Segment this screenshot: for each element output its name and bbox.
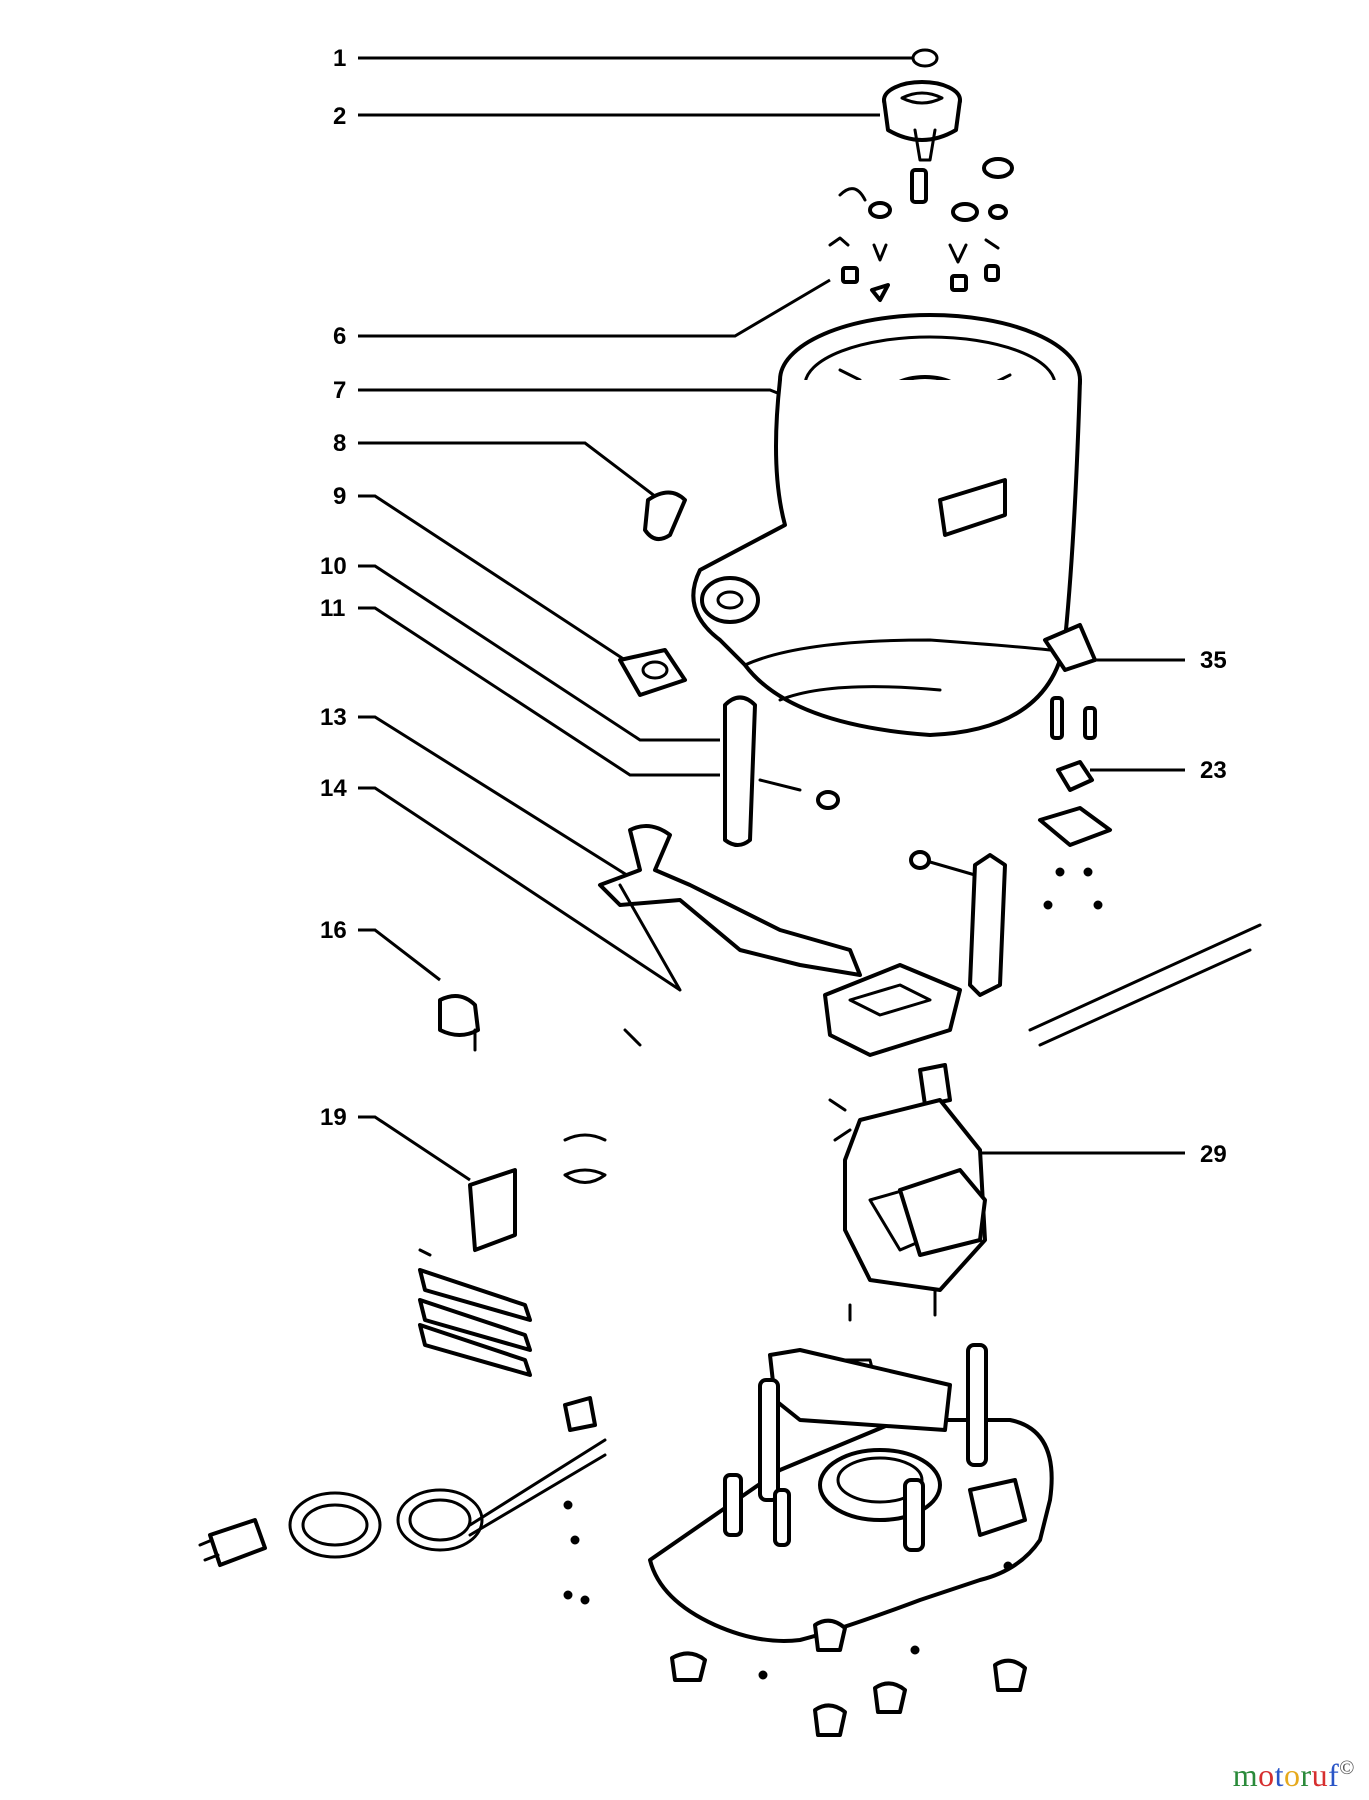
- watermark-text: motoruf: [1233, 1757, 1340, 1794]
- leader-7: [358, 388, 791, 400]
- part-16-fitting: [438, 994, 480, 1052]
- watermark-letter: r: [1300, 1757, 1312, 1793]
- leader-16: [358, 928, 441, 982]
- callout-16: 16: [320, 917, 347, 944]
- part-14-bar: [618, 850, 1262, 1047]
- part-2-knob: [882, 80, 962, 162]
- leader-14: [358, 786, 681, 992]
- callout-2: 2: [333, 103, 346, 130]
- watermark-letter: u: [1311, 1757, 1329, 1793]
- part-23-clamp: [1038, 760, 1112, 910]
- leader-lines: [358, 56, 1185, 1182]
- watermark-letter: o: [1283, 1757, 1301, 1793]
- watermark-letter: f: [1328, 1757, 1340, 1793]
- base-housing: [648, 1343, 1054, 1643]
- callout-labels: 1 2 6 7 8 9 10 11 13 14 16 19 35 23 29: [320, 45, 1227, 1168]
- brush-holder-parts: [828, 157, 1014, 302]
- part-9-nut-plate: [618, 648, 687, 697]
- part-1-ring: [911, 48, 939, 68]
- leader-10: [358, 564, 720, 742]
- leader-6: [358, 278, 831, 338]
- callout-1: 1: [333, 45, 346, 72]
- leader-8: [358, 441, 661, 502]
- callout-13: 13: [320, 704, 347, 731]
- callout-10: 10: [320, 553, 347, 580]
- part-8-clip: [643, 490, 687, 541]
- callout-8: 8: [333, 430, 346, 457]
- power-cable-plug: [198, 1396, 607, 1567]
- cable-clips: [563, 1028, 642, 1184]
- watermark-letter: m: [1232, 1757, 1259, 1793]
- callout-29: 29: [1200, 1141, 1227, 1168]
- callout-7: 7: [333, 377, 346, 404]
- part-19-brush: [418, 1168, 532, 1377]
- leader-9: [358, 494, 626, 662]
- callout-14: 14: [320, 775, 347, 802]
- leader-13: [358, 715, 631, 879]
- callout-35: 35: [1200, 647, 1227, 674]
- part-29-switch-unit: [828, 1098, 987, 1322]
- callout-9: 9: [333, 483, 346, 510]
- leader-19: [358, 1115, 471, 1182]
- watermark-letter: t: [1274, 1757, 1284, 1793]
- motoruf-watermark: motoruf©: [1233, 1757, 1355, 1794]
- part-35-bracket: [1043, 623, 1097, 740]
- leader-11: [358, 606, 720, 777]
- callout-6: 6: [333, 323, 346, 350]
- callout-23: 23: [1200, 757, 1227, 784]
- part-13-rod: [598, 824, 862, 977]
- watermark-letter: o: [1258, 1757, 1275, 1793]
- callout-19: 19: [320, 1104, 347, 1131]
- switch-plate: [823, 963, 962, 1107]
- callout-11: 11: [320, 595, 345, 622]
- base-feet: [563, 1500, 1027, 1737]
- part-7-motor-housing: [691, 313, 1082, 737]
- part-10-11-switch-lever: [723, 695, 840, 847]
- copyright-icon: ©: [1339, 1757, 1355, 1779]
